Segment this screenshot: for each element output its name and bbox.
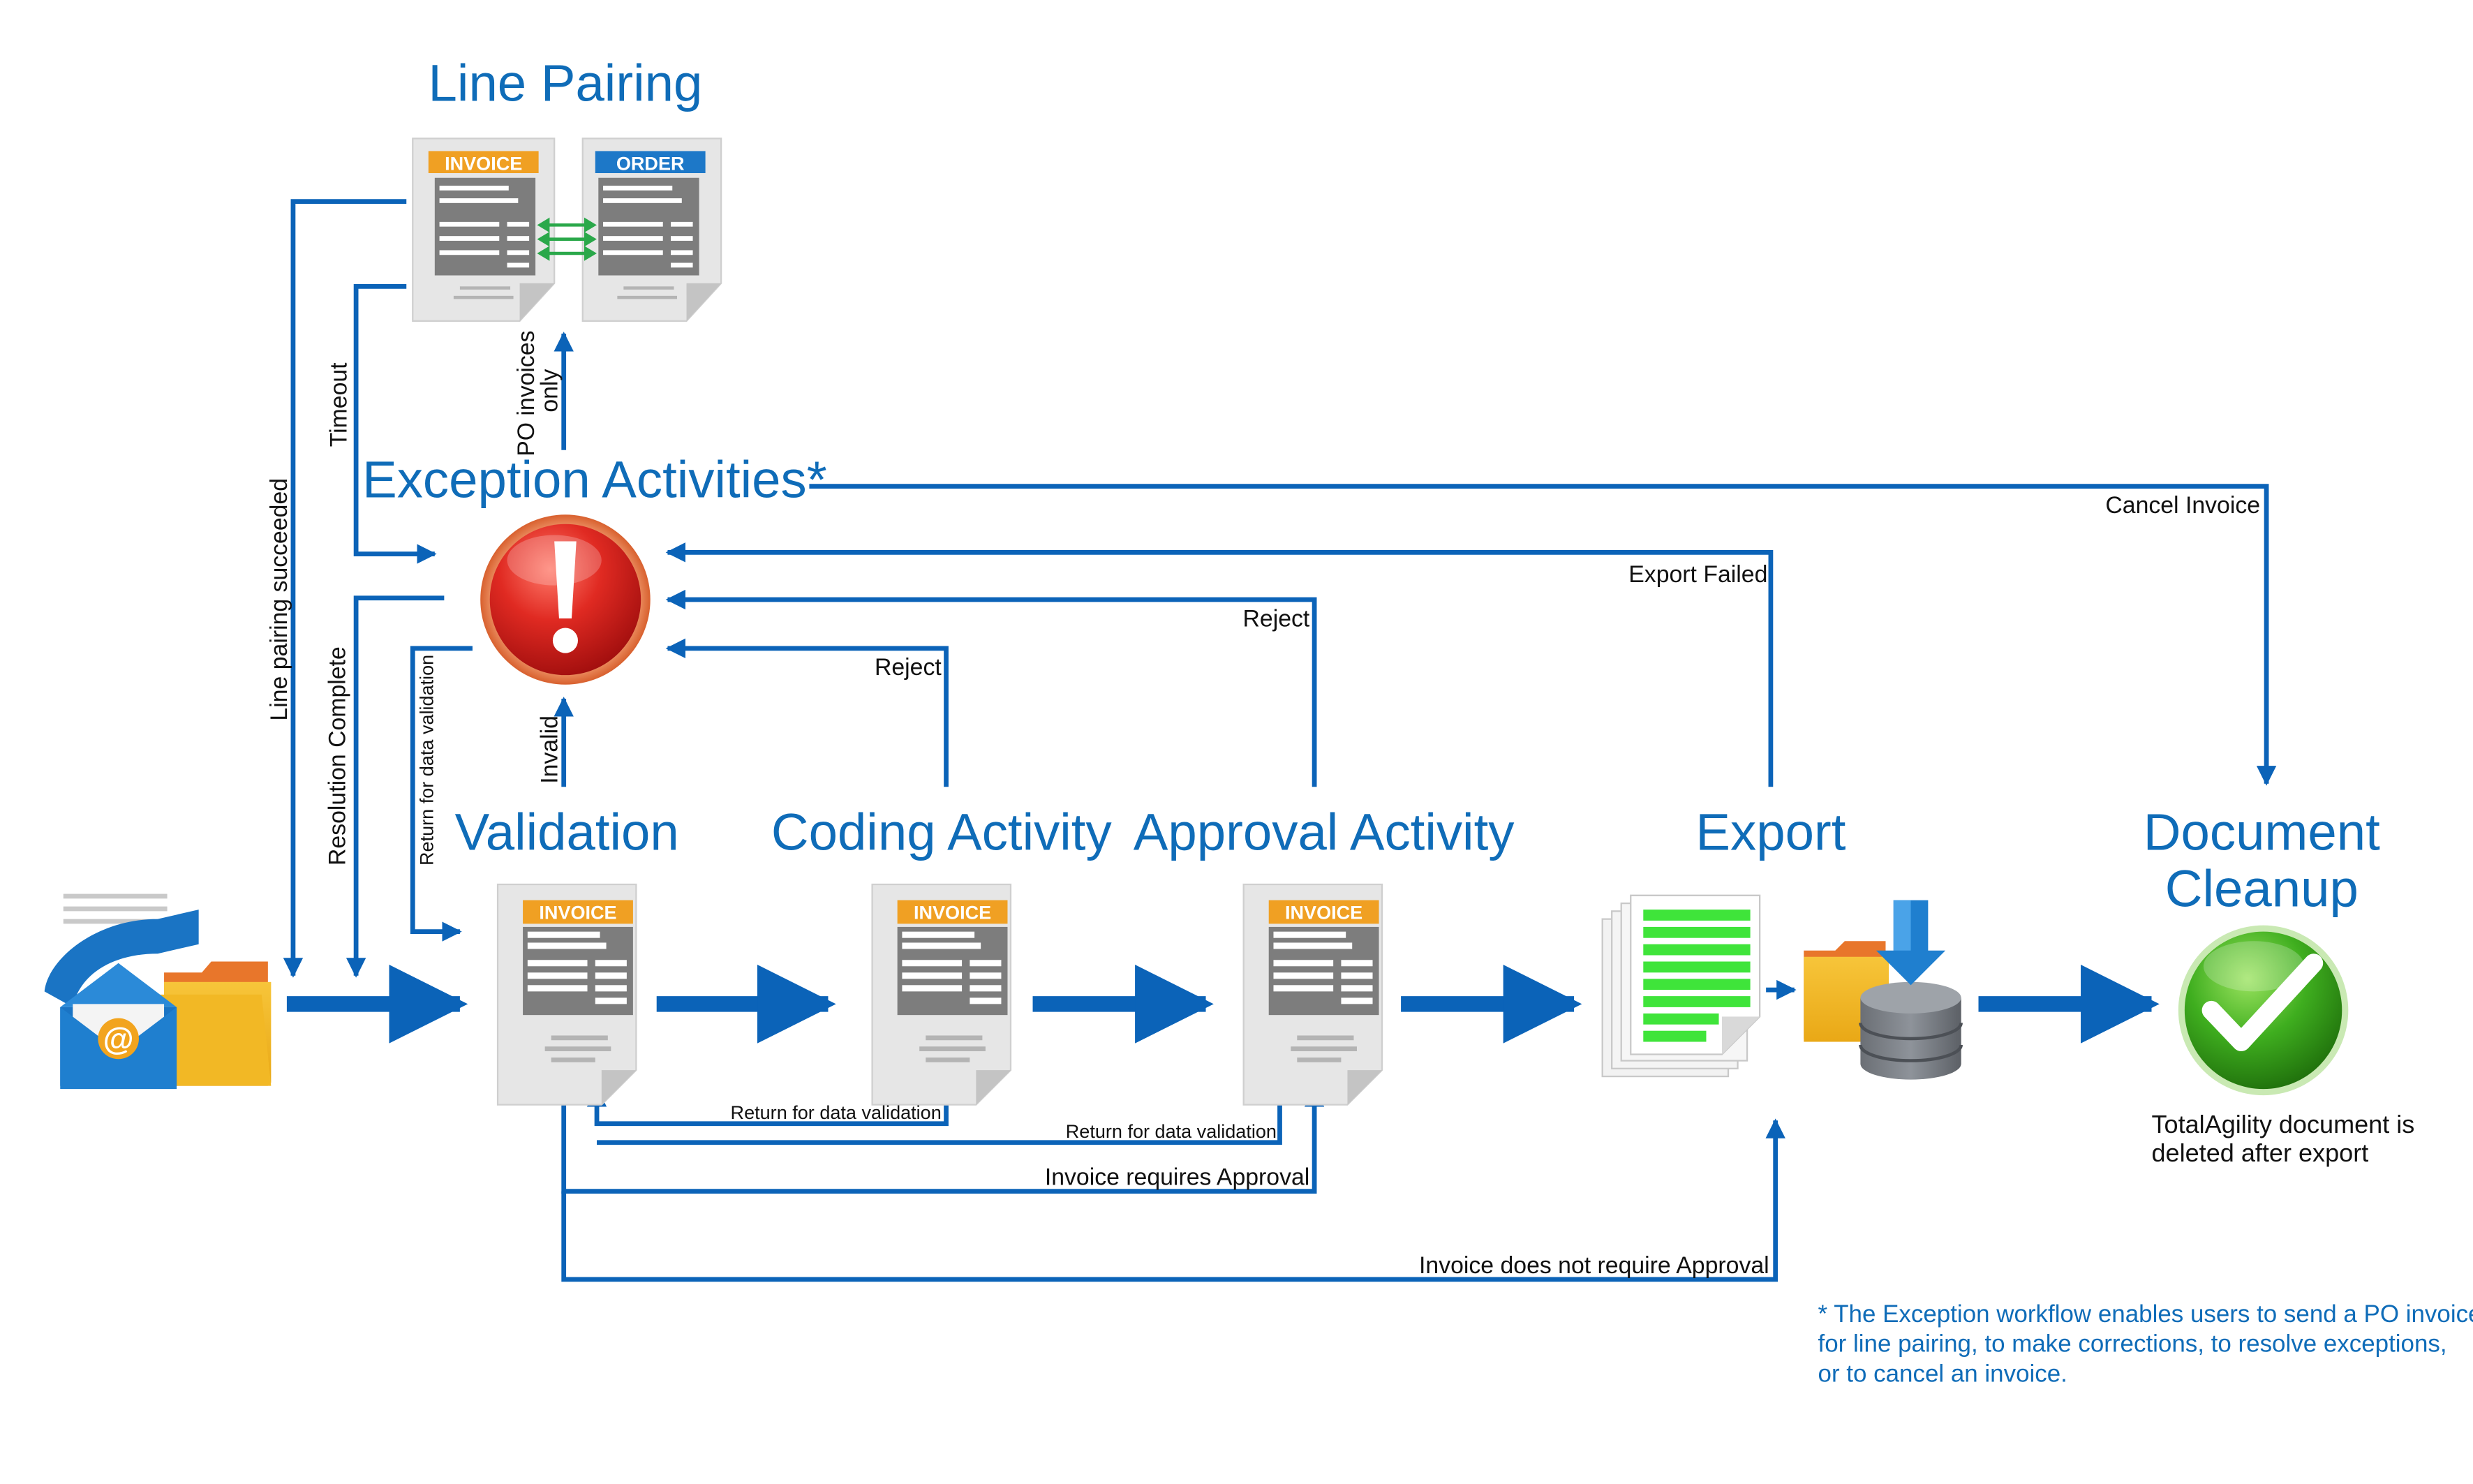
download-arrow-icon <box>1876 900 1946 986</box>
line-pairing-invoice-heading: INVOICE <box>445 153 522 174</box>
label-invoice-does-not-require-approval: Invoice does not require Approval <box>1419 1252 1769 1279</box>
pairing-arrows-icon <box>537 217 597 261</box>
label-po-invoices-line2: only <box>537 369 563 413</box>
label-reject-coding: Reject <box>875 654 942 681</box>
svg-text:@: @ <box>103 1021 134 1057</box>
label-invalid: Invalid <box>537 715 563 784</box>
footnote-line3: or to cancel an invoice. <box>1818 1360 2067 1387</box>
edge-export-failed <box>665 542 1774 787</box>
label-resolution-complete: Resolution Complete <box>324 646 350 866</box>
validation-invoice-heading: INVOICE <box>539 903 616 923</box>
title-coding-activity: Coding Activity <box>771 803 1113 861</box>
approval-invoice-heading: INVOICE <box>1285 903 1362 923</box>
coding-invoice-heading: INVOICE <box>914 903 991 923</box>
edge-reject-approval <box>665 589 1317 787</box>
label-timeout: Timeout <box>326 362 352 447</box>
title-export: Export <box>1695 803 1846 861</box>
edge-return-for-validation-from-exception <box>410 646 473 942</box>
label-return-from-approval: Return for data validation <box>1066 1121 1277 1142</box>
edge-reject-coding <box>665 638 949 787</box>
cleanup-caption-line1: TotalAgility document is <box>2151 1110 2414 1138</box>
cleanup-caption-line2: deleted after export <box>2151 1138 2368 1167</box>
checkmark-icon <box>2178 925 2349 1096</box>
edge-cancel-invoice <box>809 484 2277 786</box>
line-pairing-invoice-document: INVOICE <box>412 138 556 322</box>
label-return-from-coding: Return for data validation <box>731 1102 942 1123</box>
title-line-pairing: Line Pairing <box>429 54 703 112</box>
edge-line-pairing-succeeded <box>283 199 407 978</box>
title-document-cleanup-line1: Document <box>2144 803 2380 861</box>
footnote-line2: for line pairing, to make corrections, t… <box>1818 1330 2447 1358</box>
alert-icon <box>480 514 651 685</box>
label-po-invoices-line1: PO invoices <box>513 330 540 456</box>
edge-requires-approval <box>561 1083 1325 1194</box>
label-return-for-data-validation-vertical: Return for data validation <box>417 655 438 866</box>
database-icon <box>1859 981 1963 1080</box>
validation-invoice-document: INVOICE <box>496 883 637 1106</box>
envelope-icon: @ <box>44 893 199 1090</box>
line-pairing-order-heading: ORDER <box>616 153 685 174</box>
title-exception-activities: Exception Activities* <box>362 450 827 508</box>
document-stack-icon <box>1601 894 1761 1078</box>
label-line-pairing-succeeded: Line pairing succeeded <box>266 478 292 721</box>
title-document-cleanup-line2: Cleanup <box>2165 860 2359 918</box>
label-reject-approval: Reject <box>1243 605 1310 632</box>
title-approval-activity: Approval Activity <box>1134 803 1515 861</box>
edge-timeout <box>353 283 437 564</box>
edge-resolution-complete <box>346 595 445 978</box>
line-pairing-order-document: ORDER <box>581 138 722 322</box>
coding-invoice-document: INVOICE <box>871 883 1012 1106</box>
input-folder-icon <box>151 961 272 1086</box>
approval-invoice-document: INVOICE <box>1242 883 1383 1106</box>
edge-no-approval <box>561 1118 1785 1282</box>
label-export-failed: Export Failed <box>1628 561 1767 588</box>
title-validation: Validation <box>455 803 679 861</box>
label-invoice-requires-approval: Invoice requires Approval <box>1045 1164 1310 1191</box>
footnote-line1: * The Exception workflow enables users t… <box>1818 1300 2473 1328</box>
label-cancel-invoice: Cancel Invoice <box>2105 492 2260 519</box>
